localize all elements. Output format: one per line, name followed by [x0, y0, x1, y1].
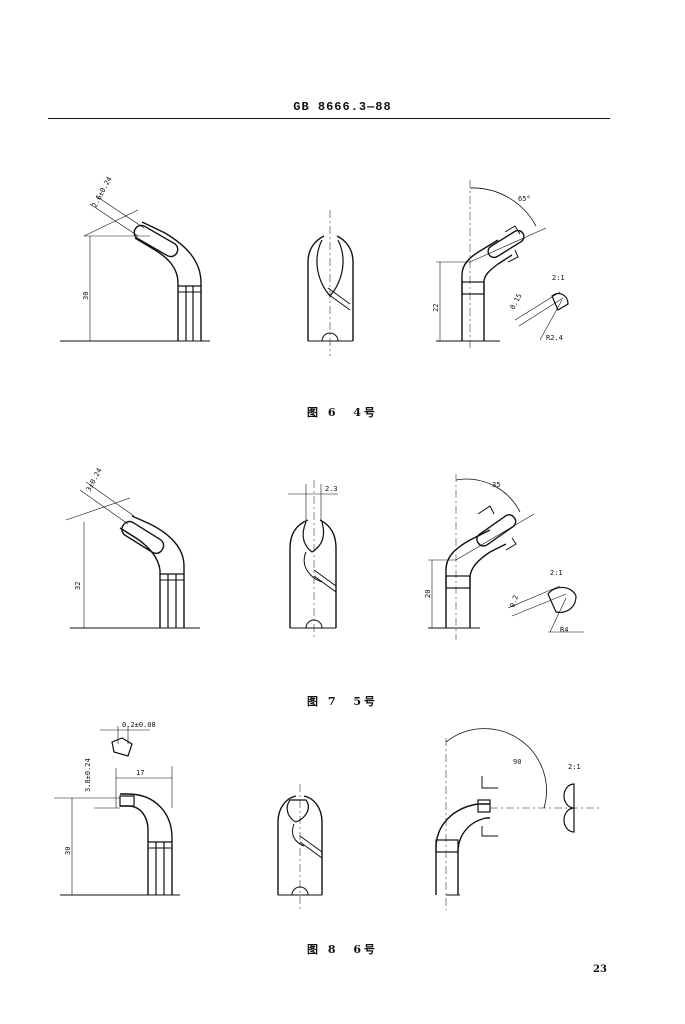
fig8-middle-drawing: [277, 784, 323, 912]
fig6-right-height-label: 22: [432, 304, 440, 312]
fig7-width-label: 2.3: [325, 485, 338, 493]
fig7-radius-label: R4: [560, 626, 568, 634]
fig7-detail-scale-label: 2:1: [550, 569, 563, 577]
fig6-gap-label: 0.15: [509, 292, 524, 311]
fig6-caption-number: 图 6: [307, 406, 339, 419]
fig8-cut-height-label: 3.8±0.24: [84, 758, 92, 792]
fig6-caption-size: 4号: [353, 406, 378, 419]
fig7-right-drawing: [428, 474, 584, 640]
fig7-right-height-label: 20: [424, 590, 432, 598]
fig8-detail-scale-label: 2:1: [568, 763, 581, 771]
fig6-detail-scale-label: 2:1: [552, 274, 565, 282]
fig8-caption-size: 6号: [353, 943, 378, 956]
fig7-left-drawing: [65, 481, 200, 629]
fig6-angle-label: 65°: [518, 195, 531, 203]
fig7-gap-label: 0.2: [508, 594, 520, 609]
fig8-caption: 图 8 6号: [0, 941, 685, 957]
fig6-cut-gap-label: 2.6±0.24: [91, 175, 114, 209]
fig7-caption-size: 5号: [353, 695, 378, 708]
fig6-left-drawing: [60, 195, 210, 342]
fig8-gap-width-label: 0.2±0.08: [122, 721, 156, 729]
fig7-cut-gap-label: 3±0.24: [85, 467, 104, 493]
fig7-middle-drawing: [288, 480, 338, 640]
fig8-angle-label: 90: [513, 758, 521, 766]
fig8-caption-number: 图 8: [307, 943, 339, 956]
fig8-left-drawing: [54, 726, 180, 896]
fig8-length-label: 17: [136, 769, 144, 777]
fig6-radius-label: R2.4: [546, 334, 563, 342]
fig6-caption: 图 6 4号: [0, 404, 685, 420]
fig6-right-drawing: [436, 180, 569, 350]
fig8-height-label: 30: [64, 847, 72, 855]
fig6-height-label: 30: [82, 292, 90, 300]
fig8-right-drawing: [435, 728, 600, 910]
page-number: 23: [593, 964, 607, 975]
header-rule: [48, 118, 610, 119]
fig7-caption: 图 7 5号: [0, 693, 685, 709]
fig7-height-label: 32: [74, 582, 82, 590]
fig7-caption-number: 图 7: [307, 695, 339, 708]
fig6-middle-drawing: [307, 210, 354, 356]
fig7-angle-label: 35: [492, 481, 500, 489]
standard-header: GB 8666.3—88: [293, 100, 392, 114]
